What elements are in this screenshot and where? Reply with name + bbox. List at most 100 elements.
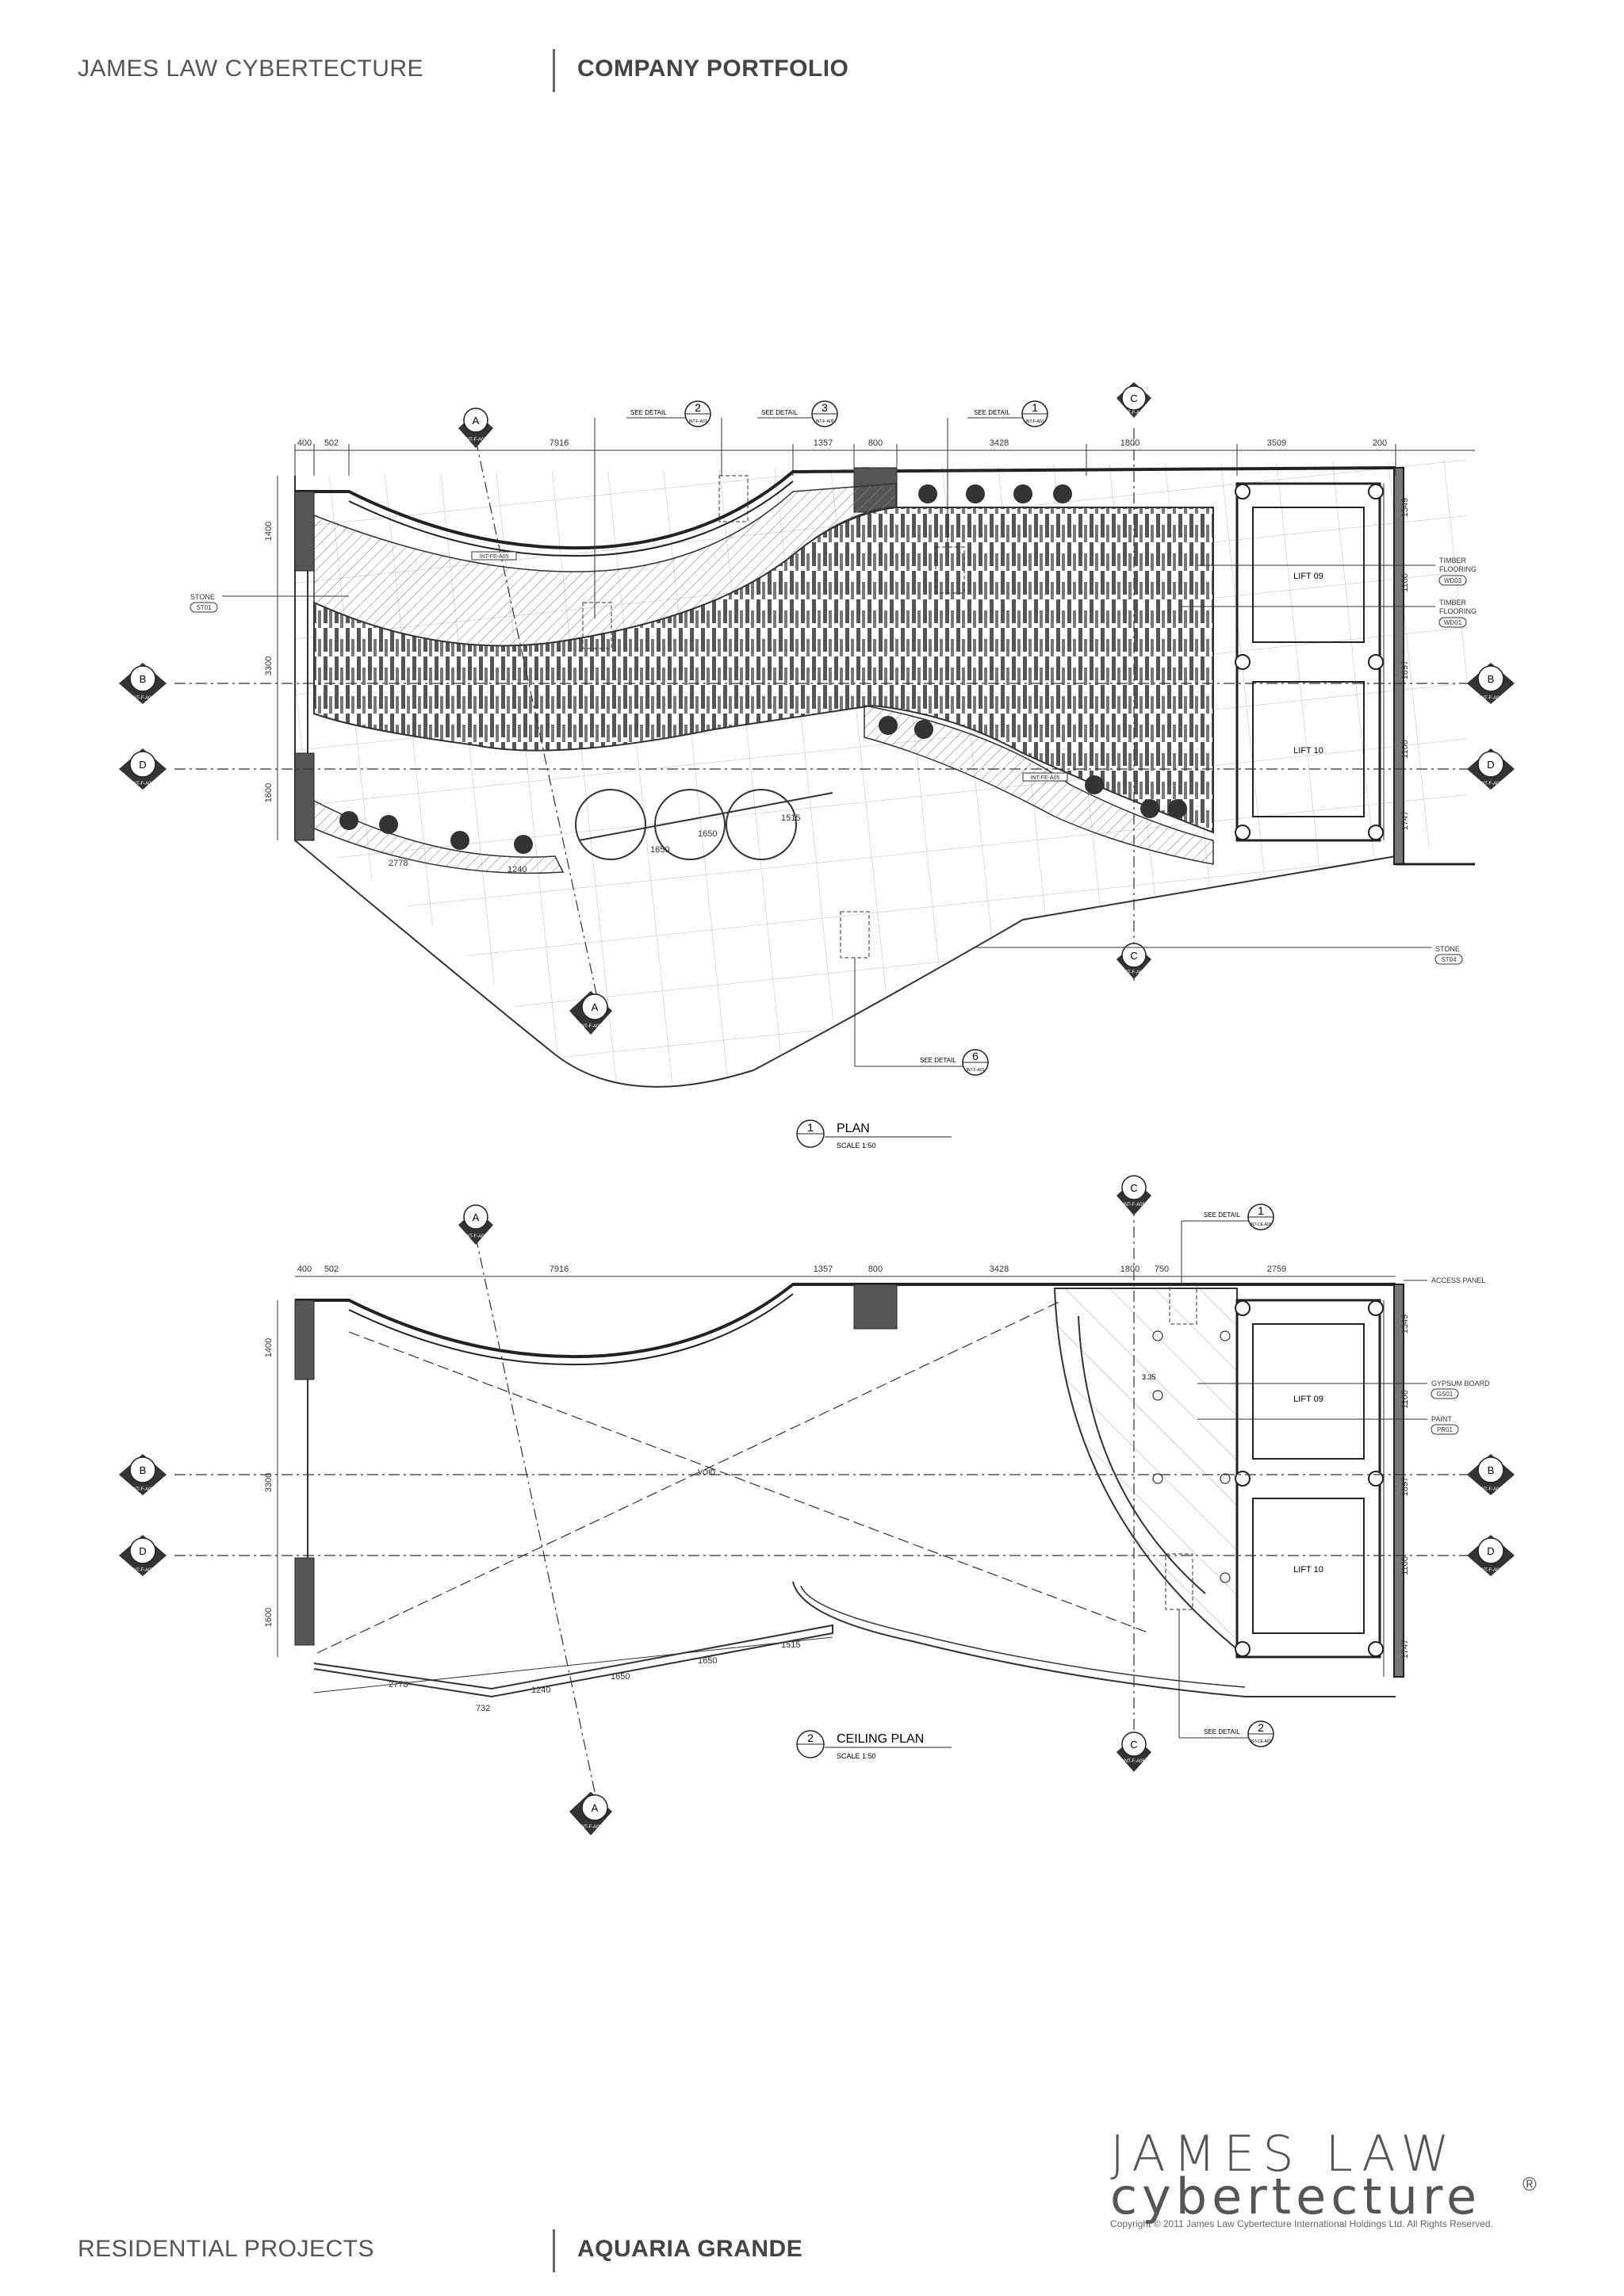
ceiling-section-c-bottom: C INT-F-A05 xyxy=(1116,1732,1151,1772)
detail-callout-3: SEE DETAIL 3 INT-F-A02 xyxy=(718,400,838,522)
svg-text:SCALE 1:50: SCALE 1:50 xyxy=(837,1752,876,1760)
svg-text:INT-F-A05: INT-F-A05 xyxy=(1123,411,1145,415)
ceiling-section-b-right: B INT-F-A06 xyxy=(1467,1454,1515,1495)
plan-dim-text-right: 1549 1100 1897 1100 1747 xyxy=(1400,498,1410,830)
svg-text:1515: 1515 xyxy=(781,1640,800,1650)
svg-text:SEE DETAIL: SEE DETAIL xyxy=(630,409,667,416)
svg-text:750: 750 xyxy=(1155,1265,1169,1274)
svg-text:INT-F-A06: INT-F-A06 xyxy=(1480,1487,1502,1492)
svg-text:A: A xyxy=(592,1001,599,1013)
svg-text:1240: 1240 xyxy=(508,865,527,874)
section-marker-b-left: B INT-F-A06 xyxy=(119,663,167,704)
svg-text:INT-F-A05: INT-F-A05 xyxy=(1123,1203,1145,1207)
floor-plan: LIFT 09 LIFT 10 400 502 7916 1357 800 34… xyxy=(119,382,1515,1150)
svg-text:2778: 2778 xyxy=(389,859,408,868)
ceiling-dim-text-top: 400 502 7916 1357 800 3428 1800 750 2759 xyxy=(297,1265,1286,1274)
svg-text:TIMBER: TIMBER xyxy=(1439,599,1467,607)
registered-mark: ® xyxy=(1522,2174,1537,2195)
svg-text:1897: 1897 xyxy=(1400,1477,1410,1496)
svg-text:B: B xyxy=(1488,673,1495,685)
svg-text:1747: 1747 xyxy=(1400,1640,1410,1659)
svg-text:2: 2 xyxy=(695,401,701,414)
svg-text:INT-F-A07: INT-F-A07 xyxy=(1480,782,1502,786)
svg-text:1515: 1515 xyxy=(781,813,800,823)
svg-text:1100: 1100 xyxy=(1400,1390,1410,1409)
svg-text:7916: 7916 xyxy=(550,1265,569,1274)
svg-text:3428: 3428 xyxy=(990,438,1009,448)
ceiling-dim-text-right: 1549 1100 1897 1100 1747 xyxy=(1400,1314,1410,1659)
svg-text:PLAN: PLAN xyxy=(837,1122,870,1135)
svg-text:1747: 1747 xyxy=(1400,811,1410,830)
column xyxy=(294,1557,315,1646)
svg-text:D: D xyxy=(1487,759,1494,771)
svg-text:1: 1 xyxy=(807,1121,814,1134)
svg-text:SCALE 1:50: SCALE 1:50 xyxy=(837,1142,876,1150)
svg-text:ST04: ST04 xyxy=(1441,956,1457,963)
svg-text:1240: 1240 xyxy=(531,1686,550,1695)
void-label: VOID xyxy=(698,1468,716,1476)
svg-text:200: 200 xyxy=(1373,438,1387,448)
svg-text:STONE: STONE xyxy=(1435,945,1460,953)
svg-text:INT-F-A05: INT-F-A05 xyxy=(580,1024,602,1029)
svg-text:INT-F-A05: INT-F-A05 xyxy=(465,438,487,442)
svg-text:1100: 1100 xyxy=(1400,1556,1410,1575)
ceiling-lift-09: LIFT 09 xyxy=(1293,1395,1323,1404)
stone-band xyxy=(313,483,897,647)
svg-text:SEE DETAIL: SEE DETAIL xyxy=(761,409,798,416)
svg-text:1600: 1600 xyxy=(264,783,274,802)
column xyxy=(294,1299,315,1380)
svg-text:3509: 3509 xyxy=(1267,438,1286,448)
svg-text:2759: 2759 xyxy=(1267,1265,1286,1274)
svg-text:C: C xyxy=(1130,950,1137,962)
ceiling-section-b-left: B INT-F-A06 xyxy=(119,1454,167,1495)
svg-text:INT-F-A02: INT-F-A02 xyxy=(815,419,833,424)
ceiling-lights xyxy=(1152,1330,1231,1583)
section-marker-d-right: D INT-F-A07 xyxy=(1467,748,1515,790)
svg-text:INT-F-A06: INT-F-A06 xyxy=(132,696,154,701)
svg-text:2: 2 xyxy=(807,1732,814,1744)
timber-tag-2: TIMBER FLOORING WD01 xyxy=(1182,599,1477,628)
svg-text:502: 502 xyxy=(324,438,339,448)
plan-dim-text-top: 400 502 7916 1357 800 3428 1800 3509 200 xyxy=(297,438,1387,448)
svg-text:6: 6 xyxy=(972,1050,979,1062)
svg-text:INT-F-A06: INT-F-A06 xyxy=(132,1487,154,1492)
svg-text:1897: 1897 xyxy=(1400,660,1410,679)
section-marker-c-bottom: C INT-F-A05 xyxy=(1116,943,1151,979)
svg-text:1600: 1600 xyxy=(264,1608,274,1627)
svg-text:WD03: WD03 xyxy=(1444,577,1462,584)
svg-text:INT-F-A05: INT-F-A05 xyxy=(1123,970,1145,975)
svg-text:INT-CE-A03: INT-CE-A03 xyxy=(1251,1223,1272,1227)
svg-text:1650: 1650 xyxy=(698,829,717,839)
svg-text:1800: 1800 xyxy=(1120,1265,1139,1274)
header-portfolio: COMPANY PORTFOLIO xyxy=(577,55,849,82)
plan-section-lines xyxy=(174,428,1483,1024)
svg-text:D: D xyxy=(139,1545,146,1557)
header-divider xyxy=(553,49,555,92)
ceiling-plan-title: 2 CEILING PLAN SCALE 1:50 xyxy=(796,1730,952,1760)
gypsum-ceiling xyxy=(1053,1288,1238,1651)
svg-text:INT-F-A01: INT-F-A01 xyxy=(966,1068,984,1073)
section-marker-a-top: A INT-F-A05 xyxy=(458,408,493,448)
svg-text:INT-F-A07: INT-F-A07 xyxy=(1480,1568,1502,1573)
svg-text:1357: 1357 xyxy=(814,1265,833,1274)
svg-text:1400: 1400 xyxy=(264,522,274,541)
svg-text:1357: 1357 xyxy=(814,438,833,448)
ceiling-level: 3.35 xyxy=(1142,1373,1156,1381)
svg-text:1400: 1400 xyxy=(264,1338,274,1357)
svg-text:1: 1 xyxy=(1032,401,1038,414)
ceiling-lift-10: LIFT 10 xyxy=(1293,1565,1323,1575)
footer-category: RESIDENTIAL PROJECTS xyxy=(78,2236,374,2262)
column xyxy=(853,1284,898,1330)
ceiling-lift-core xyxy=(1235,1299,1384,1659)
footer-divider xyxy=(553,2229,555,2272)
svg-text:GS01: GS01 xyxy=(1437,1391,1454,1398)
detail-callout-6: SEE DETAIL 6 INT-F-A01 xyxy=(840,911,989,1076)
detail-callout-2: SEE DETAIL 2 INT-F-A01 xyxy=(582,400,711,649)
stone-tag-right: STONE ST04 xyxy=(975,945,1463,965)
svg-text:732: 732 xyxy=(476,1704,490,1713)
svg-text:INT-F-A05: INT-F-A05 xyxy=(580,1825,602,1830)
svg-text:1650: 1650 xyxy=(611,1672,630,1682)
footer-project: AQUARIA GRANDE xyxy=(577,2236,803,2262)
svg-text:INT-F-A06: INT-F-A06 xyxy=(1480,696,1502,701)
